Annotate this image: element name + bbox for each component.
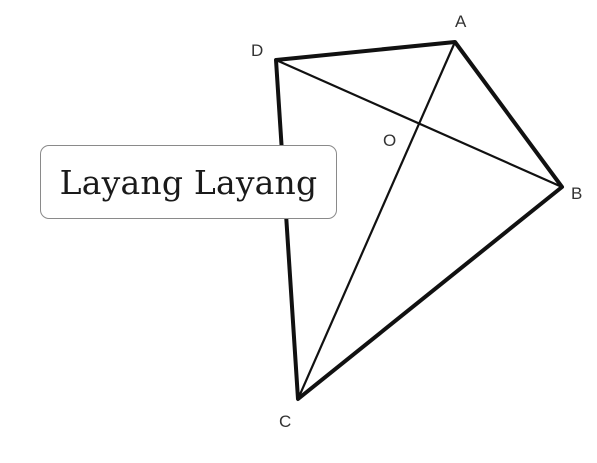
vertex-label-a: A <box>455 12 467 31</box>
diagram-title: Layang Layang <box>59 162 318 202</box>
vertex-label-b: B <box>571 184 582 203</box>
diagonal-ac <box>296 41 457 400</box>
vertex-label-o: O <box>383 131 396 150</box>
vertex-label-d: D <box>251 41 263 60</box>
kite-outline <box>274 40 564 401</box>
diagonal-db <box>275 58 563 189</box>
title-box: Layang Layang <box>40 145 337 219</box>
vertex-label-c: C <box>279 412 291 431</box>
